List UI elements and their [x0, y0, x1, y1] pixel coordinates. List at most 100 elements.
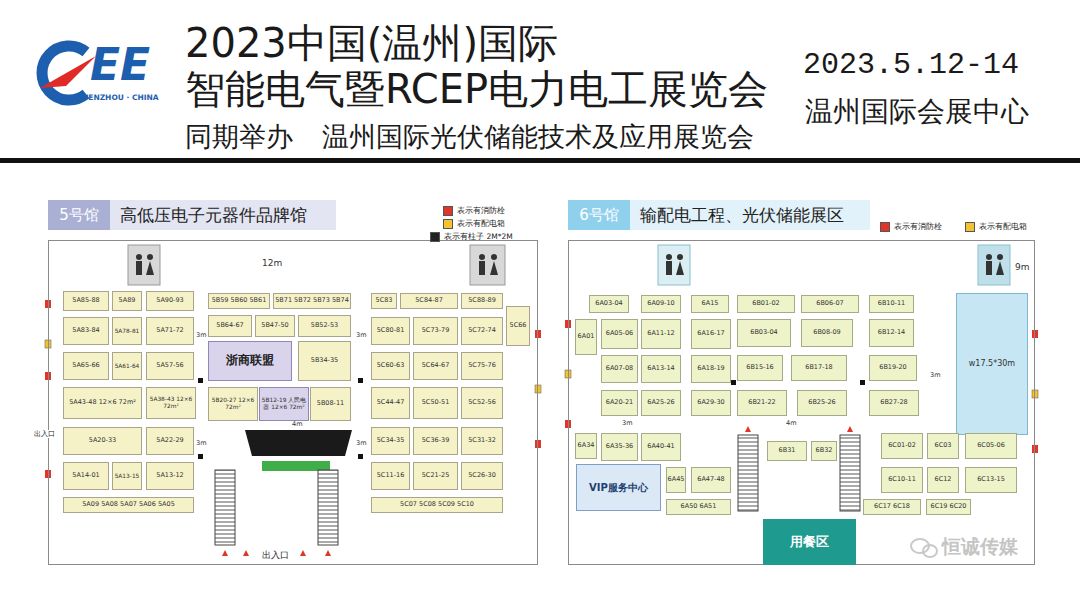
- booth-label: 5C88-89: [468, 297, 496, 304]
- booth-label: 6B10-11: [878, 300, 905, 307]
- booth-label: 5C80-81: [377, 327, 405, 334]
- booth-box: 5C66: [506, 306, 530, 346]
- booth-box: 6C12: [927, 467, 959, 493]
- booth-label: 6C12: [935, 476, 952, 483]
- booth-box: 6B21-22: [737, 390, 787, 416]
- booth-label: 5A65-66: [72, 362, 99, 369]
- booth-box: 6A40-41: [641, 433, 681, 461]
- booth-box: 5C75-76: [461, 352, 503, 380]
- booth-label: 6B03-04: [750, 329, 777, 336]
- legend-text: 表示有配电箱: [457, 219, 505, 229]
- booth-label: VIP服务中心: [589, 482, 648, 494]
- booth-box: 6B32: [811, 441, 837, 461]
- booth-label: 5C60-63: [377, 362, 405, 369]
- escalator: [840, 435, 860, 511]
- legend-swatch: [443, 206, 453, 216]
- booth-box: 5C83: [371, 293, 397, 309]
- booth-box: 6A16-17: [691, 319, 731, 349]
- hall-heading: 高低压电子元器件品牌馆: [110, 200, 336, 230]
- booth-label: 6A15: [702, 300, 719, 307]
- booth-box: 5B59 5B60 5B61: [208, 293, 270, 309]
- legend-text: 表示有配电箱: [979, 222, 1027, 232]
- booth-box: 6A07-08: [601, 355, 638, 383]
- booth-label: 6A16-17: [697, 330, 724, 337]
- booth-label: 6C19 6C20: [931, 503, 967, 510]
- booth-label: 6B12-14: [878, 329, 905, 336]
- booth-label: 5A85-88: [72, 297, 99, 304]
- booth-box: 5A13-12: [146, 462, 194, 490]
- booth-label: 5A14-01: [72, 472, 99, 479]
- booth-label: 6C05-06: [977, 442, 1005, 449]
- booth-label: 5C66: [510, 322, 527, 329]
- legend-item: 表示有消防栓: [443, 206, 505, 216]
- booth-box: 用餐区: [763, 519, 856, 565]
- booth-label: 5C84-87: [415, 297, 443, 304]
- booth-box: w17.5*30m: [956, 293, 1028, 435]
- booth-box: 5C31-32: [461, 427, 503, 455]
- entrance-label: 出入口: [33, 430, 56, 438]
- booth-label: 6A11-12: [647, 330, 674, 337]
- booth-box: 5C26-30: [461, 462, 503, 490]
- booth-box: 5A43-48 12×6 72m²: [63, 387, 142, 419]
- booth-box: 5A90-93: [146, 291, 194, 311]
- booth-box: 5B71 5B72 5B73 5B74: [273, 293, 351, 309]
- booth-label: 5B47-50: [261, 322, 288, 329]
- booth-box: 5A14-01: [63, 462, 109, 490]
- booth-label: 5C83: [376, 297, 393, 304]
- booth-box: 5C72-74: [461, 317, 503, 345]
- booth-box: 6C10-11: [881, 467, 923, 493]
- booth-box: 5C60-63: [371, 352, 410, 380]
- booth-label: 5A13-12: [156, 472, 183, 479]
- booth-box: 6A34: [575, 433, 597, 459]
- booth-box: 5B64-67: [208, 315, 252, 337]
- booth-label: 浙商联盟: [226, 354, 274, 368]
- booth-label: 6C03: [935, 442, 952, 449]
- booth-box: 6A09-10: [641, 295, 681, 313]
- booth-box: 5B34-35: [298, 341, 351, 381]
- booth-label: 5A90-93: [156, 297, 183, 304]
- logo-c: [42, 46, 86, 100]
- booth-label: 5B12-19 人民电器 12×6 72m²: [260, 397, 308, 410]
- booth-label: 6B06-07: [816, 300, 843, 307]
- booth-label: 6B19-20: [879, 364, 906, 371]
- hall-tag: 6号馆: [568, 200, 630, 230]
- booth-box: 6A45: [666, 467, 686, 493]
- booth-label: 6A18-19: [697, 365, 724, 372]
- booth-label: 6A50 6A51: [681, 503, 717, 510]
- legend-swatch: [443, 219, 453, 229]
- logo-swoosh: [40, 56, 96, 88]
- legend-item: 表示有配电箱: [965, 222, 1027, 232]
- booth-label: 5C50-51: [422, 399, 450, 406]
- booth-label: 6B15-16: [746, 364, 773, 371]
- booth-box: 6C19 6C20: [926, 499, 971, 515]
- booth-label: 5A61-64: [115, 363, 140, 370]
- booth-label: 6A25-26: [647, 399, 674, 406]
- booth-box: 6A35-36: [601, 433, 638, 461]
- booth-label: 6A03-04: [595, 300, 622, 307]
- toilet: [978, 245, 1010, 285]
- booth-label: 5C26-30: [468, 472, 496, 479]
- booth-box: 6C13-15: [965, 467, 1017, 493]
- booth-label: w17.5*30m: [969, 359, 1015, 368]
- booth-label: 6C13-15: [977, 476, 1005, 483]
- booth-box: 6B03-04: [737, 319, 791, 347]
- booth-label: 6C10-11: [888, 476, 916, 483]
- legend-item: 表示有配电箱: [443, 219, 505, 229]
- booth-label: 6B32: [816, 447, 833, 454]
- booth-box: 5A20-33: [63, 427, 142, 455]
- booth-box: 5B20-27 12×6 72m²: [208, 387, 258, 421]
- booth-box: 6B12-14: [869, 319, 914, 347]
- booth-box: 6A03-04: [589, 295, 629, 313]
- booth-box: 6B10-11: [869, 295, 914, 313]
- title: 2023中国(温州)国际 智能电气暨RCEP电力电工展览会: [185, 20, 825, 112]
- aisle-width: 3m: [356, 332, 366, 339]
- booth-label: 5A43-48 12×6 72m²: [69, 399, 136, 406]
- booth-box: 5A83-84: [63, 317, 109, 345]
- booth-label: 5A71-72: [156, 327, 183, 334]
- booth-box: 5C36-39: [413, 427, 458, 455]
- booth-label: 5C52-56: [468, 399, 496, 406]
- booth-box: 5C64-67: [413, 352, 458, 380]
- subtitle: 温州国际光伏储能技术及应用展览会: [322, 121, 754, 152]
- booth-box: 5A65-66: [63, 352, 109, 380]
- booth-label: 5A09 5A08 5A07 5A06 5A05: [82, 501, 175, 508]
